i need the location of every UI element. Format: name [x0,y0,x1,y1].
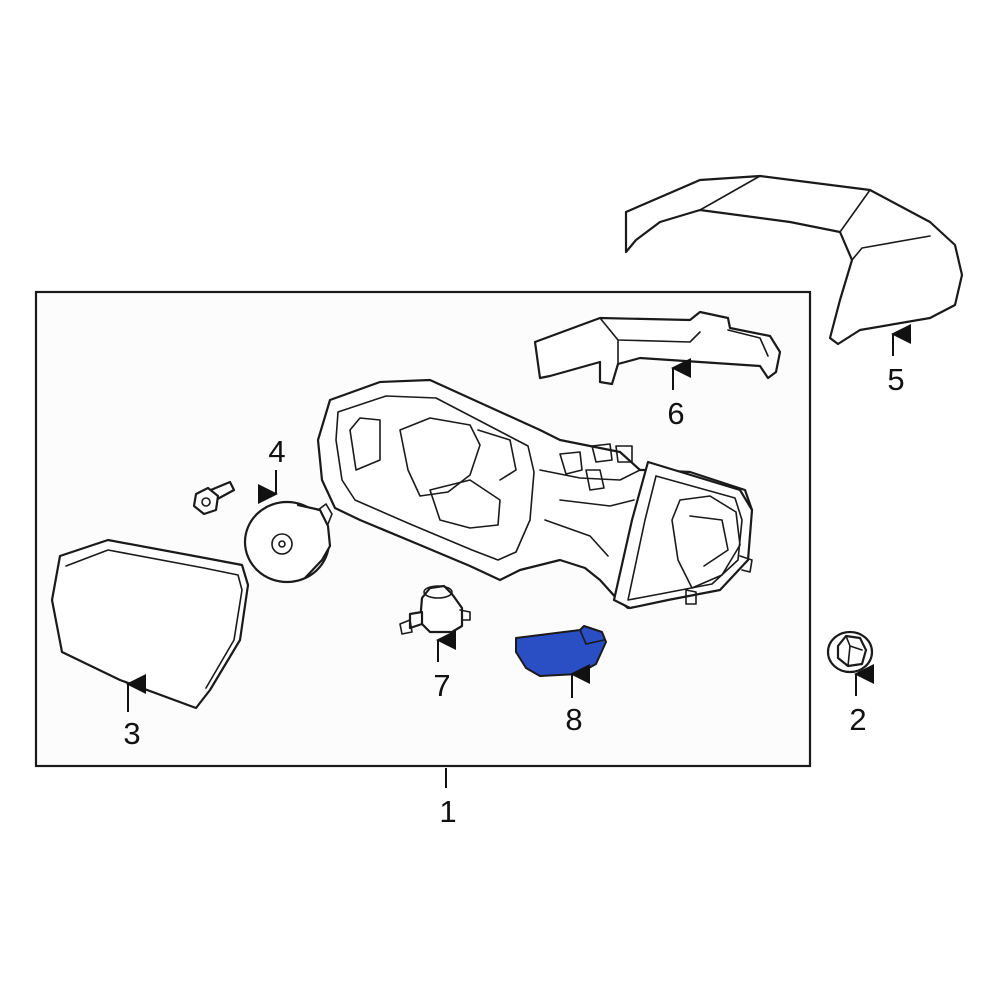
part-6-bracket[interactable] [533,310,782,386]
part-1-mirror-housing[interactable] [316,378,754,610]
part-7-motor[interactable] [399,584,471,635]
callout-6: 6 [667,396,684,431]
callout-7: 7 [433,668,450,703]
callout-4: 4 [268,434,285,469]
part-5-mirror-cap[interactable] [624,174,964,346]
callout-5: 5 [887,362,904,397]
part-8-lower-cover-highlighted[interactable] [515,625,607,677]
callout-2: 2 [849,702,866,737]
callout-8: 8 [565,702,582,737]
part-4-actuator[interactable] [243,500,333,584]
part-3-mirror-glass[interactable] [50,538,250,710]
callout-3: 3 [123,716,140,751]
callout-1: 1 [439,794,456,829]
part-2-nut[interactable] [826,630,874,674]
screw[interactable] [192,480,236,516]
